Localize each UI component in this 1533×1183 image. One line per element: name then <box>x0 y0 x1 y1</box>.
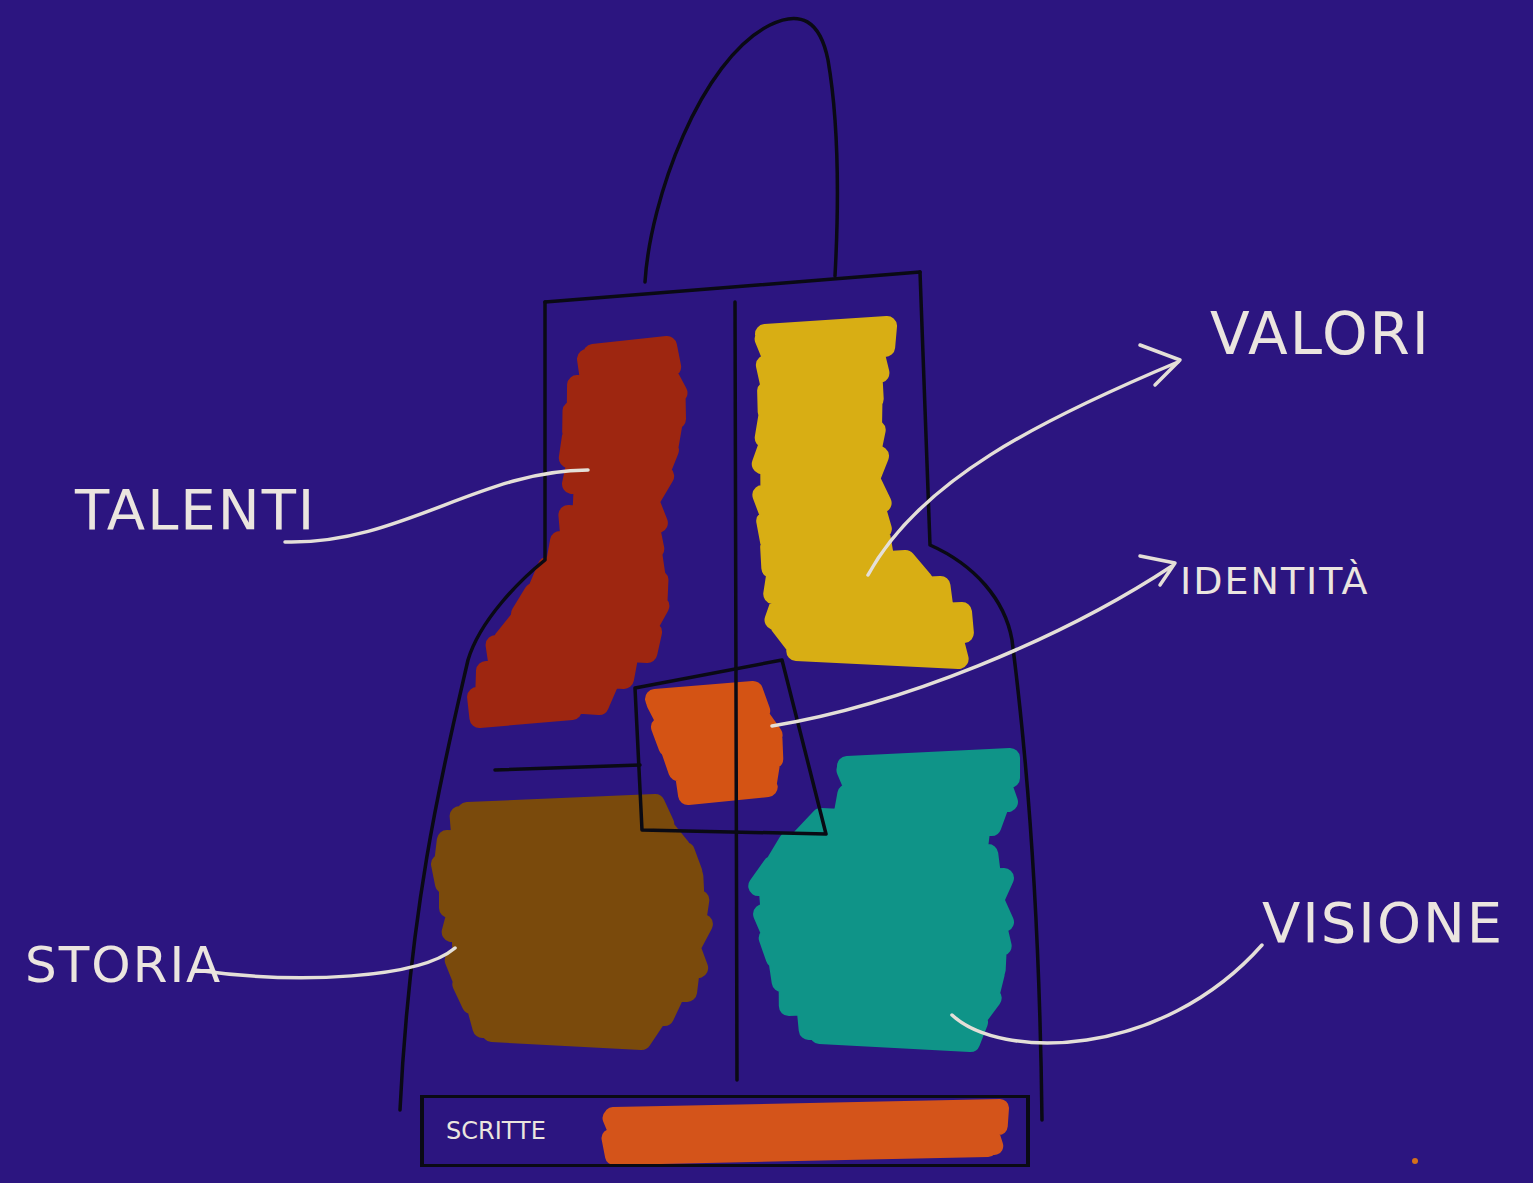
small-pocket <box>635 660 826 834</box>
part-label: VALORI <box>1210 305 1431 363</box>
label-band: SCRITTE <box>420 1095 1030 1167</box>
leader-line <box>772 566 1172 726</box>
color-scribble <box>477 346 677 718</box>
backpack-outline <box>400 18 1042 1120</box>
leader-lines <box>195 345 1262 1043</box>
part-label: IDENTITÀ <box>1180 562 1370 600</box>
part-label: VISIONE <box>1262 895 1504 951</box>
band-text: SCRITTE <box>446 1117 546 1145</box>
leader-line <box>285 470 588 542</box>
part-label: TALENTI <box>75 482 316 538</box>
color-scribble <box>441 804 703 1040</box>
color-scribbles <box>441 326 1010 1156</box>
color-scribble <box>758 758 1010 1042</box>
color-scribble <box>655 691 773 795</box>
pocket-divider <box>735 302 737 1080</box>
backpack-left-side <box>400 302 545 1110</box>
leader-line <box>195 948 455 978</box>
backpack-top <box>545 272 920 302</box>
backpack-strap <box>645 18 837 282</box>
part-label: STORIA <box>25 940 222 990</box>
color-scribble <box>611 1108 1001 1156</box>
pocket-divider <box>495 765 640 770</box>
leader-line <box>868 362 1178 575</box>
leader-arrow <box>1140 345 1180 385</box>
backpack-right-side <box>920 272 1042 1120</box>
color-scribble <box>762 326 964 659</box>
dot <box>1412 1158 1418 1164</box>
leader-line <box>952 945 1262 1043</box>
leader-arrow <box>1140 556 1175 585</box>
